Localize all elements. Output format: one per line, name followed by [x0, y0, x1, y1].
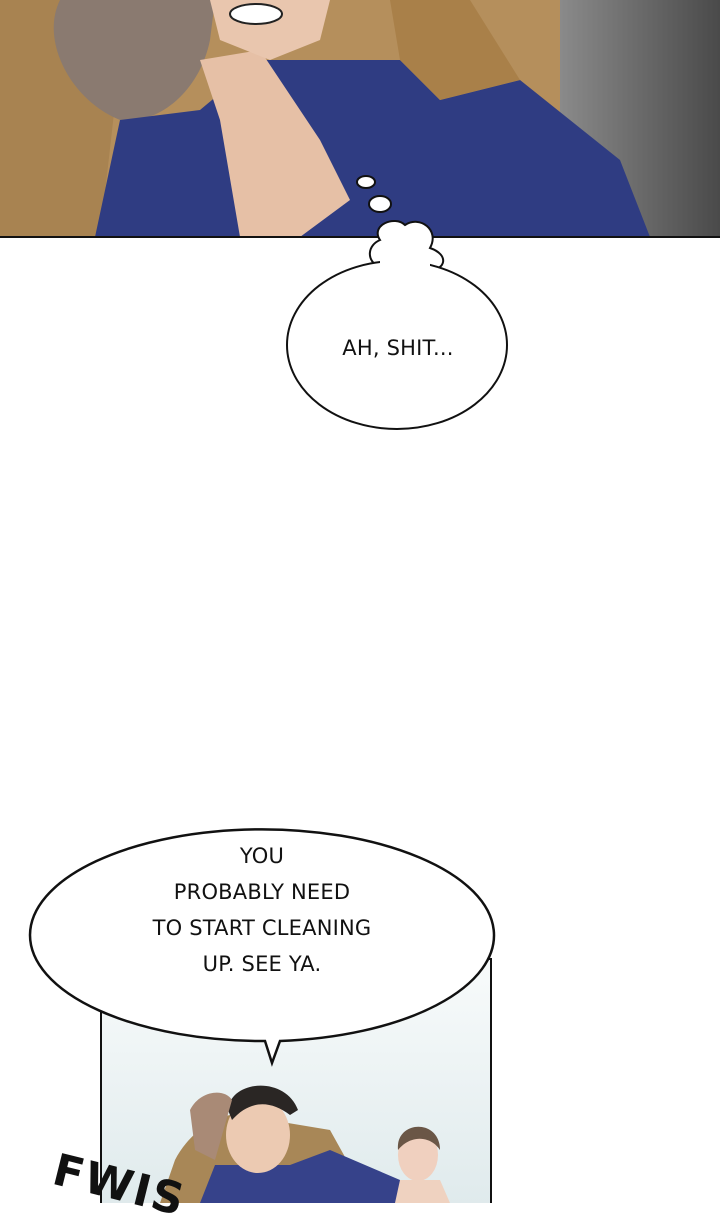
- speech-bubble-text: YOU PROBABLY NEED TO START CLEANING UP. …: [60, 838, 464, 982]
- speech-line: TO START CLEANING: [152, 916, 372, 940]
- speech-line: PROBABLY NEED: [173, 880, 351, 904]
- thought-dot-medium: [368, 195, 392, 213]
- thought-dot-small: [356, 175, 376, 189]
- top-panel-art: [0, 0, 720, 238]
- thought-bubble-text: AH, SHIT...: [342, 336, 454, 360]
- thought-bubble: [286, 175, 508, 430]
- speech-bubble: [28, 828, 496, 1067]
- speech-line: UP. SEE YA.: [202, 952, 322, 976]
- speech-line: YOU: [239, 844, 285, 868]
